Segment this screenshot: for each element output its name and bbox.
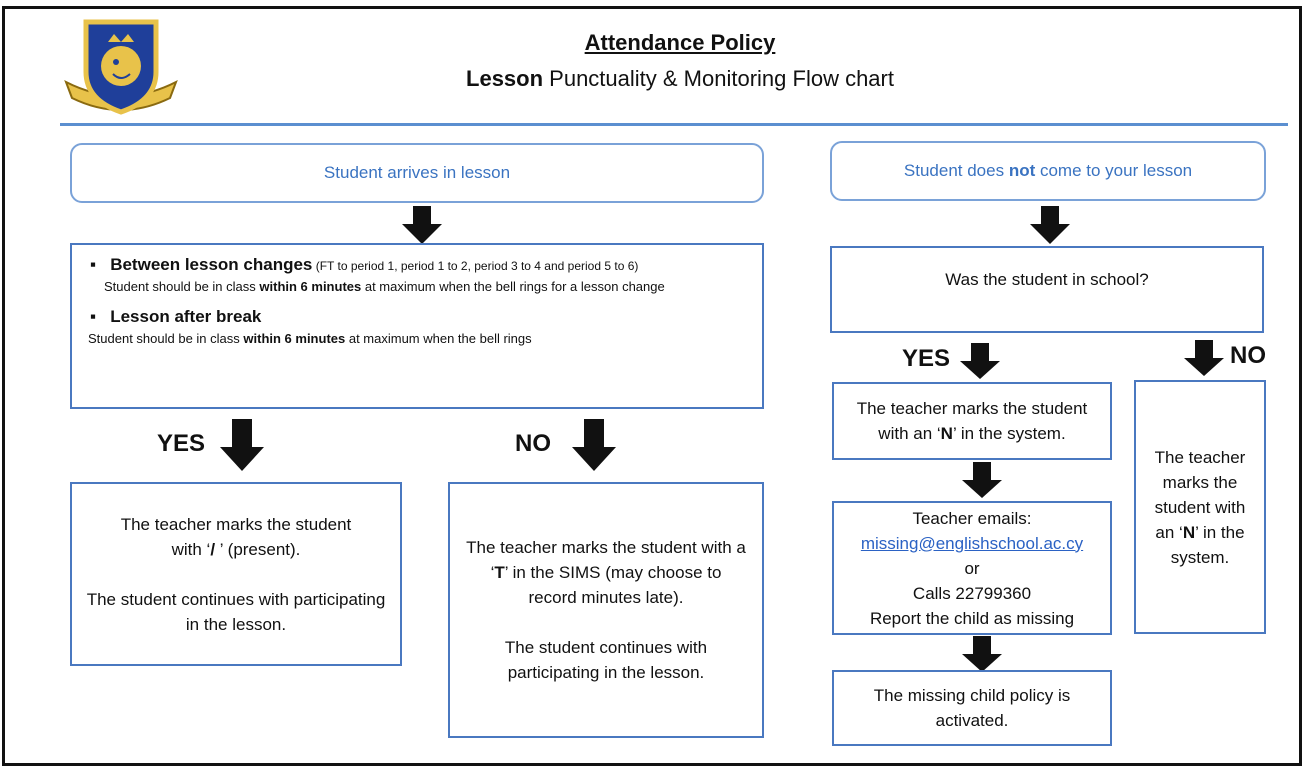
late-line1-a: The teacher marks the student with a ‘ xyxy=(466,538,746,582)
rule1-text-c: at maximum when the bell rings for a les… xyxy=(361,279,665,294)
email-call-box: Teacher emails: missing@englishschool.ac… xyxy=(832,501,1112,635)
email-title: Teacher emails: xyxy=(912,508,1032,528)
present-line2-b: / xyxy=(210,539,216,559)
school-crest-logo xyxy=(58,12,184,120)
rule2-text: Student should be in class within 6 minu… xyxy=(86,329,748,349)
rule2-text-c: at maximum when the bell rings xyxy=(345,331,532,346)
present-line1: The teacher marks the student xyxy=(120,514,352,534)
present-line2-a: with ‘ xyxy=(171,539,211,559)
start-box-arrives: Student arrives in lesson xyxy=(70,143,764,203)
late-line2: The student continues with participating… xyxy=(504,638,708,682)
mark-n-no-b: N xyxy=(1182,522,1196,542)
present-line3: The student continues with participating… xyxy=(86,589,386,634)
rule-between-lessons: ▪ Between lesson changes (FT to period 1… xyxy=(86,255,748,275)
no-label-left: NO xyxy=(515,430,551,457)
mark-n-no-a: The teacher marks the student with an ‘ xyxy=(1154,447,1246,542)
mark-n-yes-box: The teacher marks the student with an ‘N… xyxy=(832,382,1112,460)
present-outcome-box: The teacher marks the student with ‘/ ’ … xyxy=(70,482,402,666)
report-text: Report the child as missing xyxy=(869,608,1075,628)
subtitle-bold: Lesson xyxy=(466,66,544,91)
missing-policy-text: The missing child policy is activated. xyxy=(873,686,1071,730)
header-divider xyxy=(60,123,1288,126)
late-line1-b: T xyxy=(494,563,505,582)
page-title: Attendance Policy xyxy=(584,30,776,55)
mark-n-yes-b: N xyxy=(940,424,953,443)
mark-n-yes-text: The teacher marks the student with an ‘N… xyxy=(844,396,1100,446)
page-subtitle: Lesson Punctuality & Monitoring Flow cha… xyxy=(380,66,980,92)
present-line2: with ‘/ ’ (present). xyxy=(172,537,301,562)
no-label-right: NO xyxy=(1230,342,1266,369)
question-box: Was the student in school? xyxy=(830,246,1264,333)
rule1-text-b: within 6 minutes xyxy=(259,279,362,294)
question-text: Was the student in school? xyxy=(945,270,1149,289)
yes-label-right: YES xyxy=(902,345,951,372)
mark-n-yes-c: ’ in the system. xyxy=(952,424,1066,443)
start-absent-a: Student does xyxy=(903,161,1009,180)
mark-n-no-box: The teacher marks the student with an ‘N… xyxy=(1134,380,1266,634)
start-box-absent: Student does not come to your lesson xyxy=(830,141,1266,201)
late-outcome-box: The teacher marks the student with a ‘T’… xyxy=(448,482,764,738)
rule1-note: (FT to period 1, period 1 to 2, period 3… xyxy=(312,259,639,273)
missing-policy-box: The missing child policy is activated. xyxy=(832,670,1112,746)
rule2-text-b: within 6 minutes xyxy=(243,331,346,346)
start-arrives-label: Student arrives in lesson xyxy=(323,163,511,182)
bullet-icon: ▪ xyxy=(90,255,111,274)
rule1-text-a: Student should be in class xyxy=(104,279,260,294)
rule1-text: Student should be in class within 6 minu… xyxy=(86,277,748,297)
rule2-title: Lesson after break xyxy=(110,307,262,326)
mark-n-yes-a: The teacher marks the student with an ‘ xyxy=(856,399,1088,443)
yes-label-left: YES xyxy=(157,430,206,457)
or-text: or xyxy=(964,558,980,578)
bullet-icon: ▪ xyxy=(90,307,111,326)
start-absent-c: come to your lesson xyxy=(1035,161,1193,180)
calls-text: Calls 22799360 xyxy=(912,583,1032,603)
rule-after-break: ▪ Lesson after break xyxy=(86,307,748,327)
late-line1-c: ’ in the SIMS (may choose to record minu… xyxy=(504,563,722,607)
subtitle-text: Punctuality & Monitoring Flow chart xyxy=(543,66,894,91)
start-absent-b: not xyxy=(1008,161,1036,180)
mark-n-no-text: The teacher marks the student with an ‘N… xyxy=(1150,445,1250,570)
missing-email-link[interactable]: missing@englishschool.ac.cy xyxy=(860,533,1084,553)
present-line2-c: ’ (present). xyxy=(215,539,301,559)
start-absent-label: Student does not come to your lesson xyxy=(904,161,1192,181)
mark-n-no-c: ’ in the system. xyxy=(1170,522,1245,567)
rule2-text-a: Student should be in class xyxy=(88,331,244,346)
late-line1: The teacher marks the student with a ‘T’… xyxy=(466,535,746,610)
rule1-title: Between lesson changes xyxy=(110,255,313,274)
lesson-rules-box: ▪ Between lesson changes (FT to period 1… xyxy=(70,243,764,409)
